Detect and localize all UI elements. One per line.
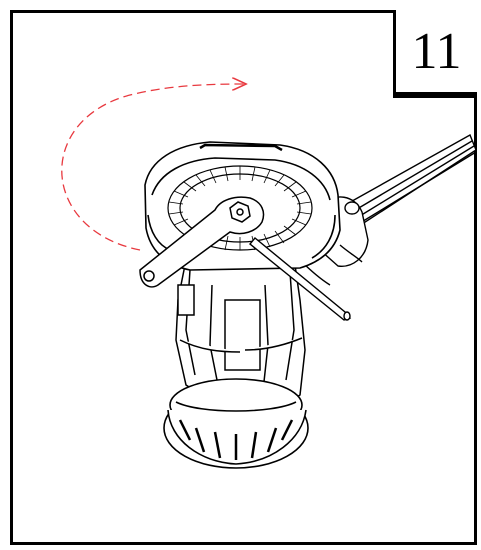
bump-head [163,378,309,469]
step-box-shadow [393,92,477,98]
shaft-coupling [299,196,369,286]
rotation-arrow [61,84,245,251]
step-number: 11 [411,23,462,80]
locking-rod [249,237,352,321]
wrench [139,196,265,288]
shaft-tube [344,133,477,230]
figure-frame [10,10,477,545]
